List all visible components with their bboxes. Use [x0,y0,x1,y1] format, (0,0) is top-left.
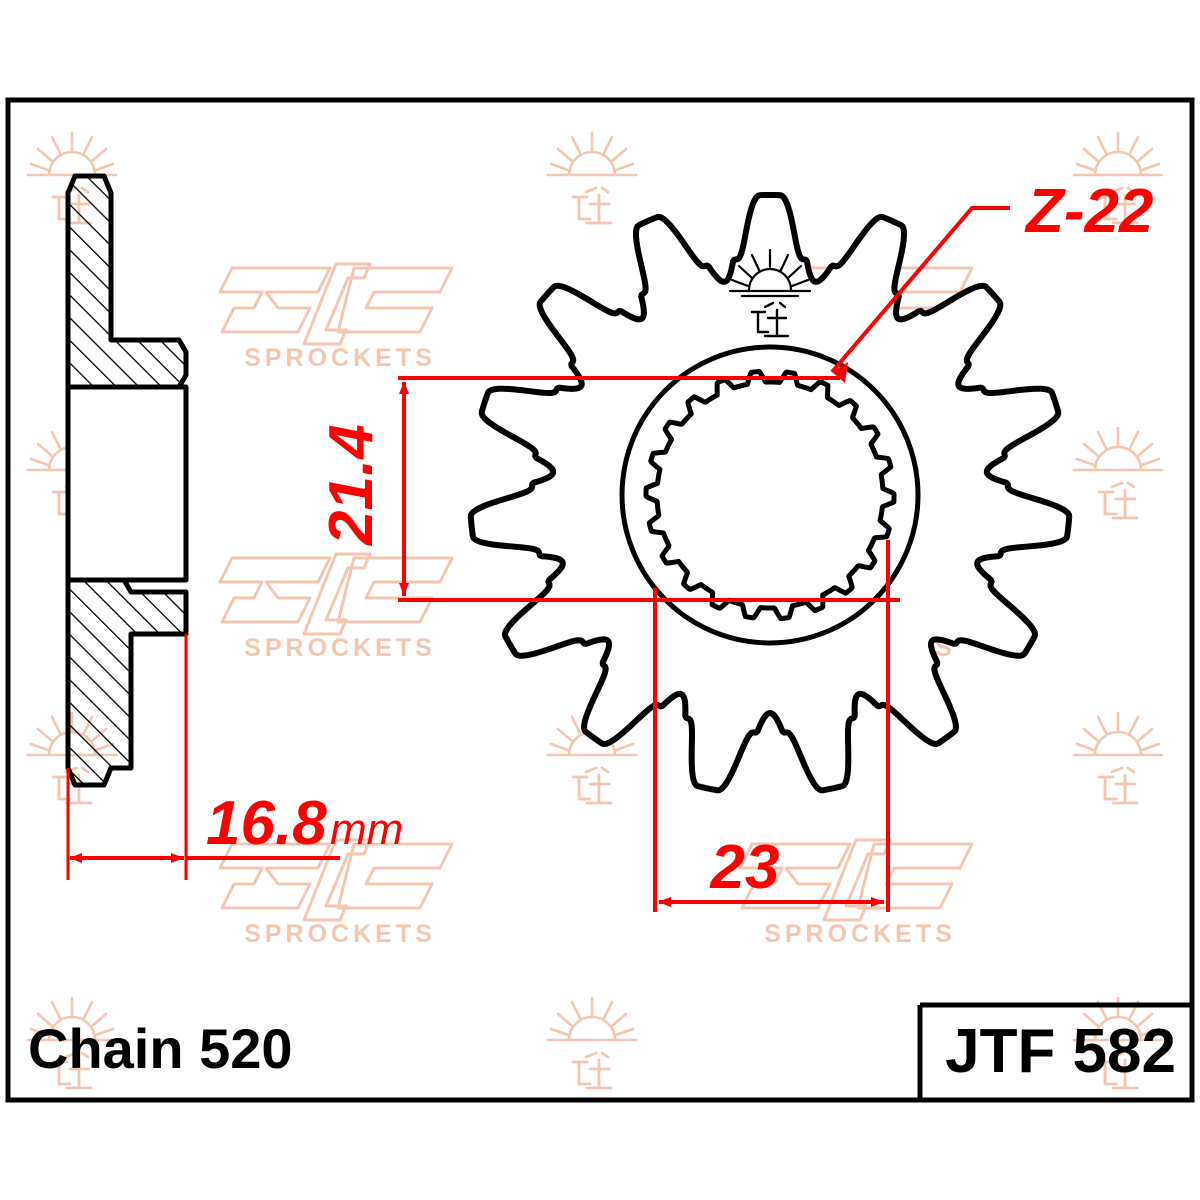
dimension-text-layer: 16.8 mm 21.4 23 Z-22 [206,177,1153,902]
dimension-label-thickness-value: 16.8 [206,789,327,858]
dimension-layer [66,206,1010,912]
hub-circle [619,344,921,646]
side-section-web [65,384,189,583]
dimension-thickness [66,634,340,880]
title-block: Chain 520 JTF 582 [28,1002,1192,1100]
dimension-bore-width [653,540,890,912]
dimension-label-thickness-unit: mm [330,805,403,854]
leader-arrowhead-z22 [832,362,848,383]
leader-line-z22 [830,206,1010,374]
dimension-spline-leader [830,206,1010,383]
dimension-label-bore-height: 21.4 [317,424,386,546]
chain-label: Chain 520 [28,1017,293,1080]
sprocket-front-view [467,192,1073,794]
dimension-label-bore-width: 23 [710,833,780,902]
sheet-border [5,97,1195,1103]
sprocket-side-section-view [65,173,189,788]
dimension-label-spline-count: Z-22 [1024,177,1153,246]
side-section-lower-hatch [65,577,189,788]
dimension-bore-height [398,376,900,602]
part-number-label: JTF 582 [945,1017,1176,1086]
splined-bore-outline [643,368,897,622]
